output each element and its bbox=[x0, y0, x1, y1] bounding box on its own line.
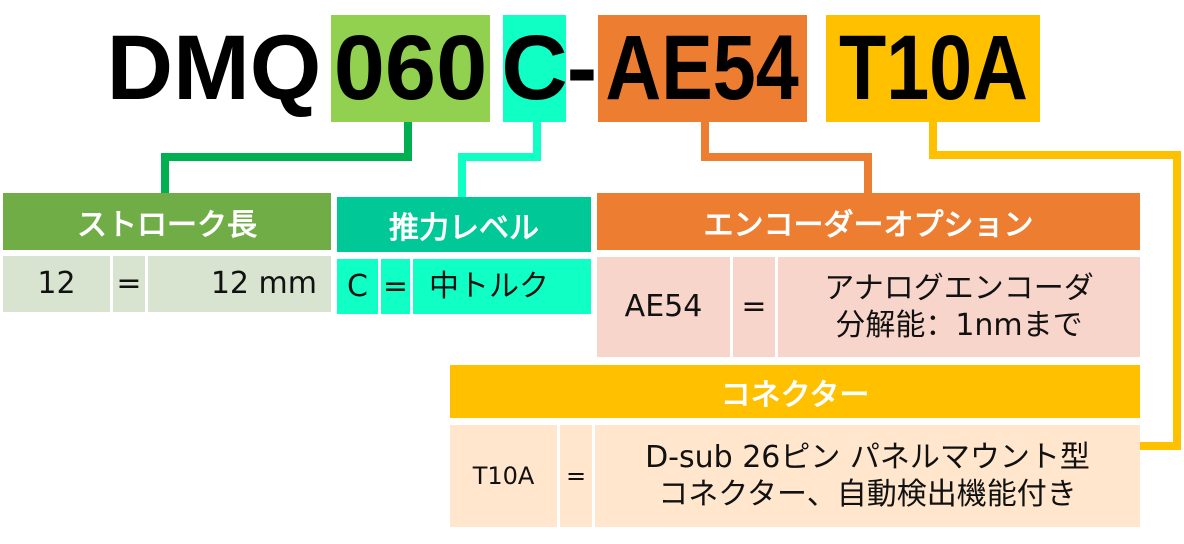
encoder-header: エンコーダーオプション bbox=[597, 193, 1140, 250]
code-connector: T10A bbox=[826, 15, 1040, 122]
stroke-eq: = bbox=[113, 256, 145, 312]
code-dash: - bbox=[566, 15, 598, 122]
connector-value-line2: コネクター、自動検出機能付き bbox=[658, 477, 1077, 512]
code-encoder-text: AE54 bbox=[605, 17, 800, 119]
connector-eq: = bbox=[560, 425, 592, 527]
code-connector-text: T10A bbox=[838, 17, 1028, 119]
code-stroke-text: 060 bbox=[333, 17, 488, 119]
stroke-key: 12 bbox=[3, 256, 110, 312]
connector-value-line1: D-sub 26ピン パネルマウント型 bbox=[645, 439, 1090, 475]
stroke-header: ストローク長 bbox=[3, 193, 331, 250]
encoder-value: アナログエンコーダ 分解能：1nmまで bbox=[778, 257, 1140, 357]
encoder-value-line1: アナログエンコーダ bbox=[824, 270, 1094, 306]
model-prefix-text: DMQ bbox=[106, 17, 322, 119]
encoder-key: AE54 bbox=[597, 257, 730, 357]
connector-header: コネクター bbox=[450, 365, 1140, 418]
connector-value: D-sub 26ピン パネルマウント型 コネクター、自動検出機能付き bbox=[595, 425, 1140, 527]
connector-key: T10A bbox=[450, 425, 557, 527]
code-thrust-text: C bbox=[501, 17, 568, 119]
stroke-value: 12 mm bbox=[148, 256, 331, 312]
encoder-eq: = bbox=[733, 257, 775, 357]
model-prefix: DMQ bbox=[100, 15, 328, 122]
code-dash-text: - bbox=[566, 17, 598, 119]
encoder-value-line2: 分解能：1nmまで bbox=[835, 308, 1083, 343]
thrust-eq: = bbox=[381, 259, 410, 314]
thrust-key: C bbox=[337, 259, 378, 314]
code-stroke: 060 bbox=[331, 15, 490, 122]
code-thrust: C bbox=[501, 15, 568, 122]
code-encoder: AE54 bbox=[598, 15, 807, 122]
thrust-header: 推力レベル bbox=[337, 197, 591, 252]
thrust-value: 中トルク bbox=[413, 259, 591, 314]
